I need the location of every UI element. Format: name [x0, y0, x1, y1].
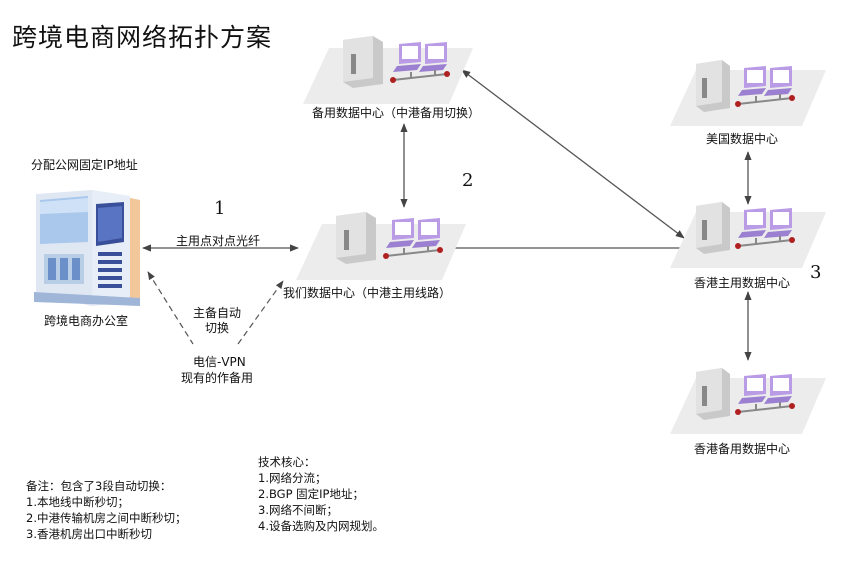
node-hk-main-dc: [670, 200, 840, 270]
remark-notes: 备注：包含了3段自动切换： 1.本地线中断秒切； 2.中港传输机房之间中断秒切；…: [26, 478, 186, 542]
public-ip-label: 分配公网固定IP地址: [31, 158, 138, 172]
node-hk-backup-dc: [670, 366, 840, 436]
vpn-label-2: 现有的作备用: [181, 371, 254, 385]
our-dc-label: 我们数据中心（中港主用线路）: [283, 286, 452, 300]
node-our-dc: [296, 212, 466, 282]
server-icon: [696, 202, 730, 254]
link-vpn-dashed: [147, 271, 194, 345]
monitor-icon: [386, 218, 440, 248]
server-icon: [343, 36, 383, 88]
fiber-label: 主用点对点光纤: [176, 234, 261, 248]
remark-item: 1.本地线中断秒切；: [26, 495, 129, 509]
node-us-dc: [670, 58, 840, 128]
remark-heading: 备注：包含了3段自动切换：: [26, 479, 172, 493]
monitor-icon: [738, 66, 792, 96]
auto-switch-label-1: 主备自动: [193, 306, 242, 320]
auto-switch-label-2: 切换: [205, 321, 230, 335]
tech-notes: 技术核心： 1.网络分流； 2.BGP 固定IP地址； 3.网络不间断； 4.设…: [258, 454, 384, 534]
remark-item: 2.中港传输机房之间中断秒切；: [26, 511, 187, 525]
link-backup-hk-main: [461, 69, 685, 239]
hk-backup-dc-label: 香港备用数据中心: [694, 442, 791, 456]
server-icon: [696, 60, 730, 112]
tech-item: 1.网络分流；: [258, 471, 327, 485]
us-dc-label: 美国数据中心: [706, 132, 779, 146]
tech-heading: 技术核心：: [258, 455, 316, 469]
monitor-icon: [738, 208, 792, 238]
marker-3: 3: [810, 262, 822, 283]
backup-dc-label: 备用数据中心（中港备用切换）: [312, 106, 481, 120]
hk-main-dc-label: 香港主用数据中心: [694, 276, 791, 290]
marker-1: 1: [214, 198, 226, 219]
link-vpn-dashed-2: [237, 280, 284, 345]
vpn-label-1: 电信-VPN: [193, 355, 246, 369]
page-title: 跨境电商网络拓扑方案: [12, 23, 273, 52]
monitor-icon: [393, 42, 447, 72]
tech-item: 3.网络不间断；: [258, 503, 338, 517]
remark-item: 3.香港机房出口中断秒切: [26, 527, 152, 541]
tech-item: 2.BGP 固定IP地址；: [258, 487, 364, 501]
building-icon: [34, 190, 140, 306]
server-icon: [336, 212, 376, 264]
node-backup-dc: [303, 36, 473, 106]
marker-2: 2: [462, 170, 474, 191]
monitor-icon: [738, 374, 792, 404]
office-label: 跨境电商办公室: [44, 314, 129, 328]
tech-item: 4.设备选购及内网规划。: [258, 519, 384, 533]
server-icon: [696, 368, 730, 420]
